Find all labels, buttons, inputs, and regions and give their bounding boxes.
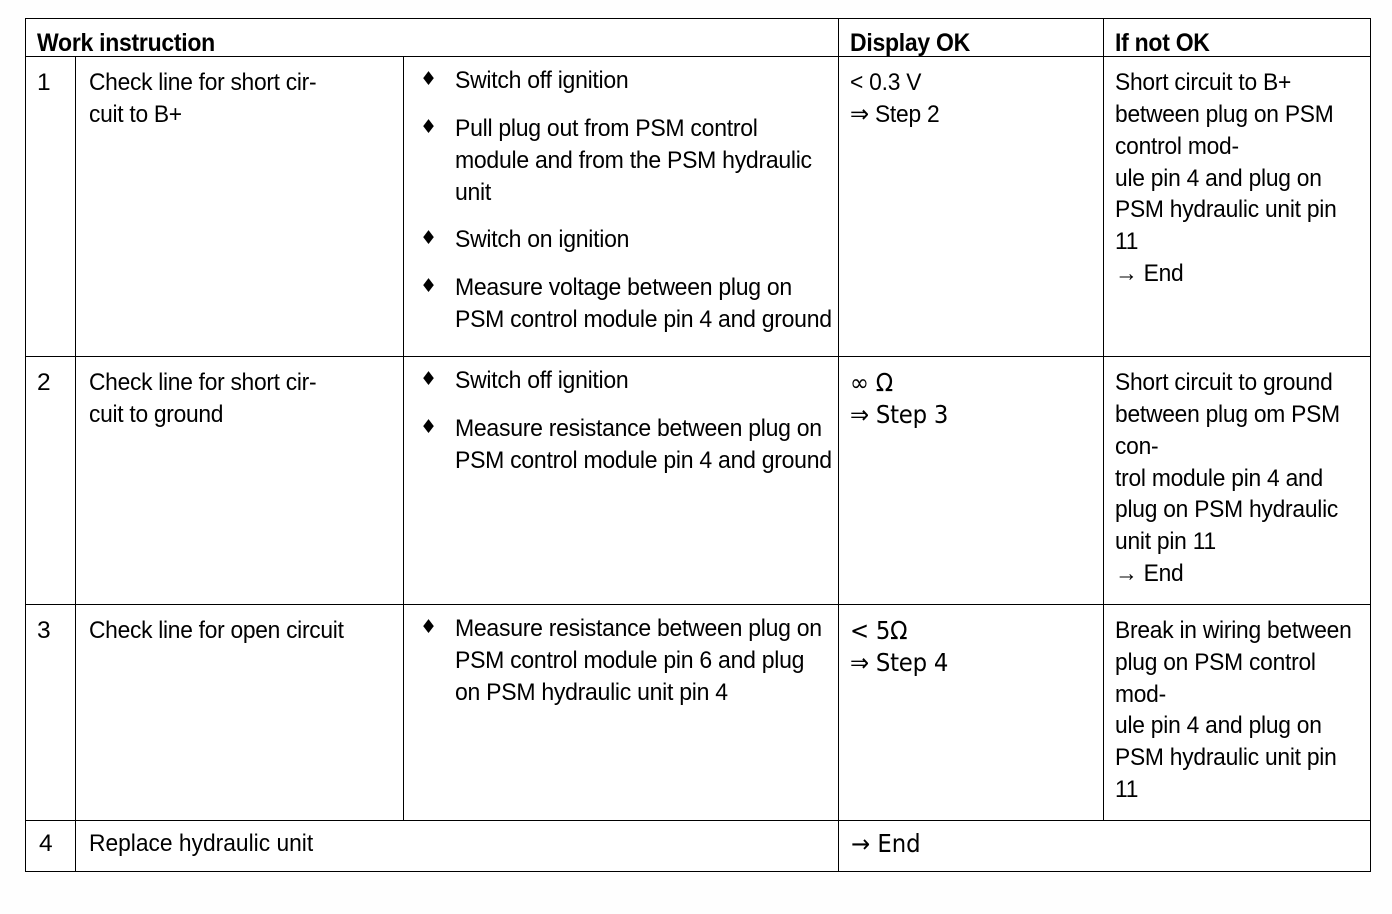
task-text: Check line for open circuit bbox=[89, 616, 344, 644]
if-not-ok-cell: Short circuit to B+ between plug on PSM … bbox=[1103, 56, 1372, 357]
table-row: 4 Replace hydraulic unit → End bbox=[25, 819, 1372, 872]
step-number: 1 bbox=[37, 69, 51, 96]
task-cell: Replace hydraulic unit bbox=[74, 819, 840, 872]
action-list: ♦ Switch off ignition ♦ Measure resistan… bbox=[404, 357, 838, 491]
task-cell: Check line for open circuit bbox=[75, 603, 404, 821]
task-text: Check line for short cir- cuit to ground bbox=[89, 369, 317, 428]
step-number-cell: 3 bbox=[25, 603, 76, 821]
diamond-bullet-icon: ♦ bbox=[420, 68, 437, 90]
task-text: Replace hydraulic unit bbox=[89, 829, 314, 857]
action-text: Measure voltage between plug on PSM cont… bbox=[455, 274, 832, 334]
list-item: ♦ Measure resistance between plug on PSM… bbox=[412, 613, 832, 709]
action-text: Switch off ignition bbox=[455, 67, 629, 94]
task-text: Check line for short cir- cuit to B+ bbox=[89, 69, 317, 128]
display-ok-text: ∞ Ω ⇒ Step 3 bbox=[850, 368, 949, 429]
step-number-cell: 2 bbox=[25, 356, 76, 605]
actions-cell: ♦ Switch off ignition ♦ Pull plug out fr… bbox=[402, 56, 840, 357]
diamond-bullet-icon: ♦ bbox=[420, 415, 437, 438]
display-ok-cell: ∞ Ω ⇒ Step 3 bbox=[838, 356, 1105, 605]
step-number: 4 bbox=[39, 829, 53, 857]
list-item: ♦ Pull plug out from PSM control module … bbox=[412, 113, 832, 209]
action-text: Switch off ignition bbox=[455, 367, 629, 394]
header-if-not-ok: If not OK bbox=[1103, 18, 1372, 57]
list-item: ♦ Switch off ignition bbox=[412, 365, 832, 397]
work-instruction-table: Work instruction Display OK If not OK 1 … bbox=[24, 18, 1372, 872]
table-row: 2 Check line for short cir- cuit to grou… bbox=[25, 356, 1372, 605]
display-ok-text: → End bbox=[851, 828, 921, 858]
diamond-bullet-icon: ♦ bbox=[420, 368, 437, 390]
if-not-ok-cell: Short circuit to ground between plug om … bbox=[1103, 356, 1372, 605]
list-item: ♦ Switch on ignition bbox=[412, 224, 832, 256]
action-text: Pull plug out from PSM control module an… bbox=[455, 114, 812, 206]
table-header-row: Work instruction Display OK If not OK bbox=[24, 18, 1372, 57]
header-display-ok: Display OK bbox=[838, 18, 1105, 57]
diamond-bullet-icon: ♦ bbox=[420, 615, 437, 638]
header-if-not-ok-label: If not OK bbox=[1115, 29, 1210, 57]
display-ok-cell: → End bbox=[838, 819, 1372, 872]
step-number: 3 bbox=[37, 616, 51, 644]
action-text: Switch on ignition bbox=[455, 226, 630, 254]
step-number-cell: 4 bbox=[25, 819, 76, 872]
header-work-instruction: Work instruction bbox=[24, 18, 840, 57]
list-item: ♦ Measure voltage between plug on PSM co… bbox=[412, 272, 832, 336]
header-work-instruction-label: Work instruction bbox=[37, 29, 215, 57]
display-ok-text: < 5Ω ⇒ Step 4 bbox=[850, 615, 949, 677]
list-item: ♦ Switch off ignition bbox=[412, 65, 832, 97]
table-row: 1 Check line for short cir- cuit to B+ ♦… bbox=[25, 56, 1372, 357]
action-list: ♦ Switch off ignition ♦ Pull plug out fr… bbox=[404, 57, 838, 350]
task-cell: Check line for short cir- cuit to ground bbox=[75, 356, 404, 605]
actions-cell: ♦ Measure resistance between plug on PSM… bbox=[402, 603, 840, 821]
diamond-bullet-icon: ♦ bbox=[420, 227, 437, 250]
task-cell: Check line for short cir- cuit to B+ bbox=[75, 56, 404, 357]
header-display-ok-label: Display OK bbox=[850, 29, 971, 57]
table-row: 3 Check line for open circuit ♦ Measure … bbox=[25, 603, 1372, 821]
if-not-ok-text: Short circuit to B+ between plug on PSM … bbox=[1115, 69, 1337, 288]
step-number-cell: 1 bbox=[25, 56, 76, 357]
action-list: ♦ Measure resistance between plug on PSM… bbox=[404, 605, 838, 723]
if-not-ok-cell: Break in wiring between plug on PSM cont… bbox=[1103, 603, 1372, 821]
action-text: Measure resistance between plug on PSM c… bbox=[455, 414, 832, 474]
actions-cell: ♦ Switch off ignition ♦ Measure resistan… bbox=[402, 356, 840, 605]
display-ok-cell: < 0.3 V ⇒ Step 2 bbox=[838, 56, 1105, 357]
diamond-bullet-icon: ♦ bbox=[420, 275, 437, 298]
display-ok-cell: < 5Ω ⇒ Step 4 bbox=[838, 603, 1105, 821]
if-not-ok-text: Short circuit to ground between plug om … bbox=[1115, 369, 1340, 588]
diamond-bullet-icon: ♦ bbox=[420, 115, 437, 138]
display-ok-text: < 0.3 V ⇒ Step 2 bbox=[850, 69, 940, 128]
step-number: 2 bbox=[37, 369, 51, 396]
list-item: ♦ Measure resistance between plug on PSM… bbox=[412, 413, 832, 477]
if-not-ok-text: Break in wiring between plug on PSM cont… bbox=[1115, 616, 1352, 804]
action-text: Measure resistance between plug on PSM c… bbox=[455, 614, 822, 706]
